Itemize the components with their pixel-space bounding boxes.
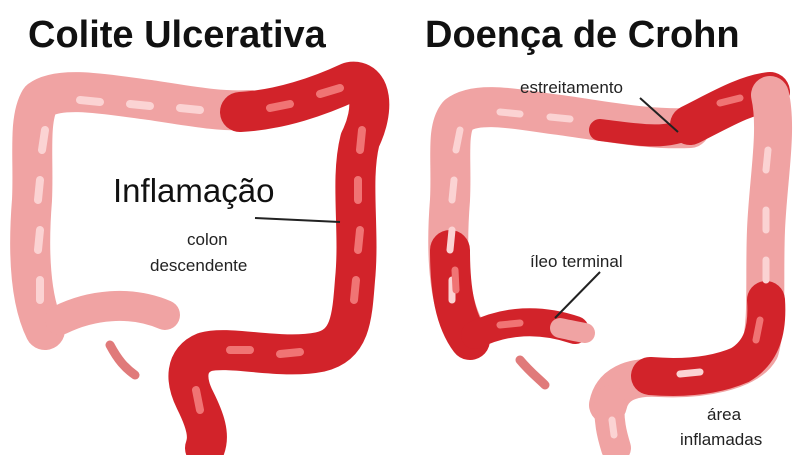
inflammation-leader-line [255, 218, 340, 222]
crohn-disease-title: Doença de Crohn [425, 14, 740, 57]
appendix-right [520, 360, 545, 385]
caecum [60, 306, 165, 320]
narrowing-label: estreitamento [520, 78, 623, 98]
terminal-ileum-tip [560, 328, 585, 333]
terminal-ileum-label: íleo terminal [530, 252, 623, 272]
area-label: área [707, 405, 741, 425]
inflammation-label: Inflamação [113, 172, 274, 210]
colon-label: colon [187, 230, 228, 250]
descending-label: descendente [150, 256, 247, 276]
appendix [110, 345, 135, 375]
colon-inflamed-patch-descending [650, 300, 766, 377]
ulcerative-colitis-title: Colite Ulcerativa [28, 14, 326, 57]
terminal-ileum-leader-line [555, 272, 600, 318]
inflamed-areas-label: inflamadas [680, 430, 762, 450]
